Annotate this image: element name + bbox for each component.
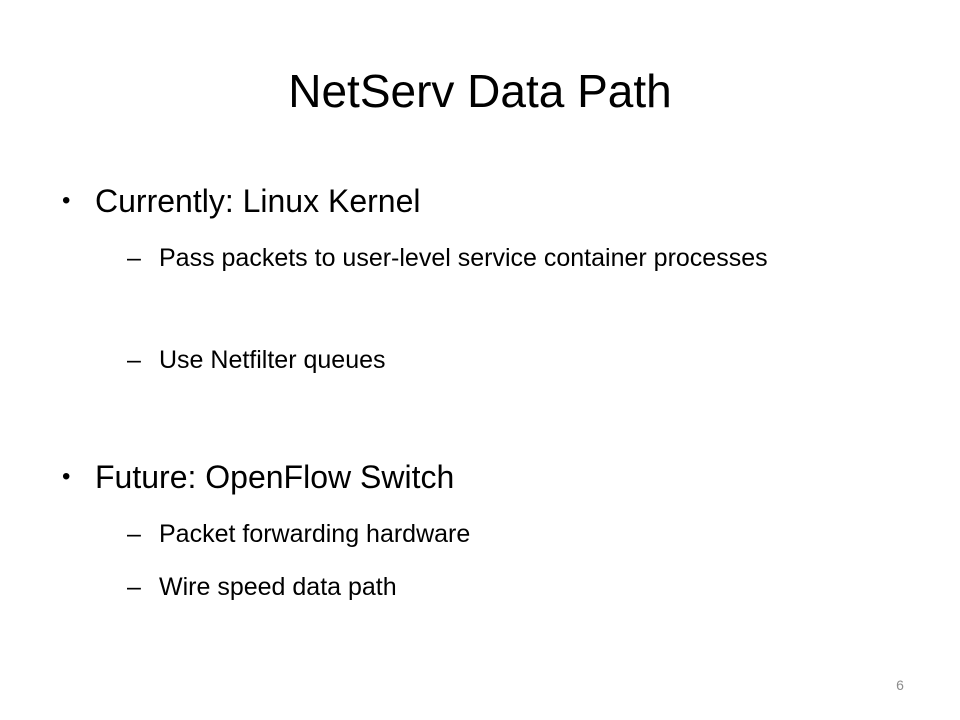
dash-icon: – <box>127 520 141 548</box>
dash-icon: – <box>127 573 141 601</box>
dash-icon: – <box>127 244 141 272</box>
sub-bullet-text: Use Netfilter queues <box>159 346 386 374</box>
dash-icon: – <box>127 346 141 374</box>
slide-title: NetServ Data Path <box>288 65 672 117</box>
bullet-text: Future: OpenFlow Switch <box>95 459 455 495</box>
bullet-text: Currently: Linux Kernel <box>95 183 421 219</box>
sub-bullet-text: Pass packets to user-level service conta… <box>159 244 768 272</box>
page-number: 6 <box>896 677 904 693</box>
sub-bullet-item: – Pass packets to user-level service con… <box>127 240 887 320</box>
sub-bullet-text: Wire speed data path <box>159 573 397 601</box>
sub-bullet-text: Packet forwarding hardware <box>159 520 471 548</box>
bullet-dot-icon: • <box>62 463 71 490</box>
bullet-dot-icon: • <box>62 187 71 214</box>
